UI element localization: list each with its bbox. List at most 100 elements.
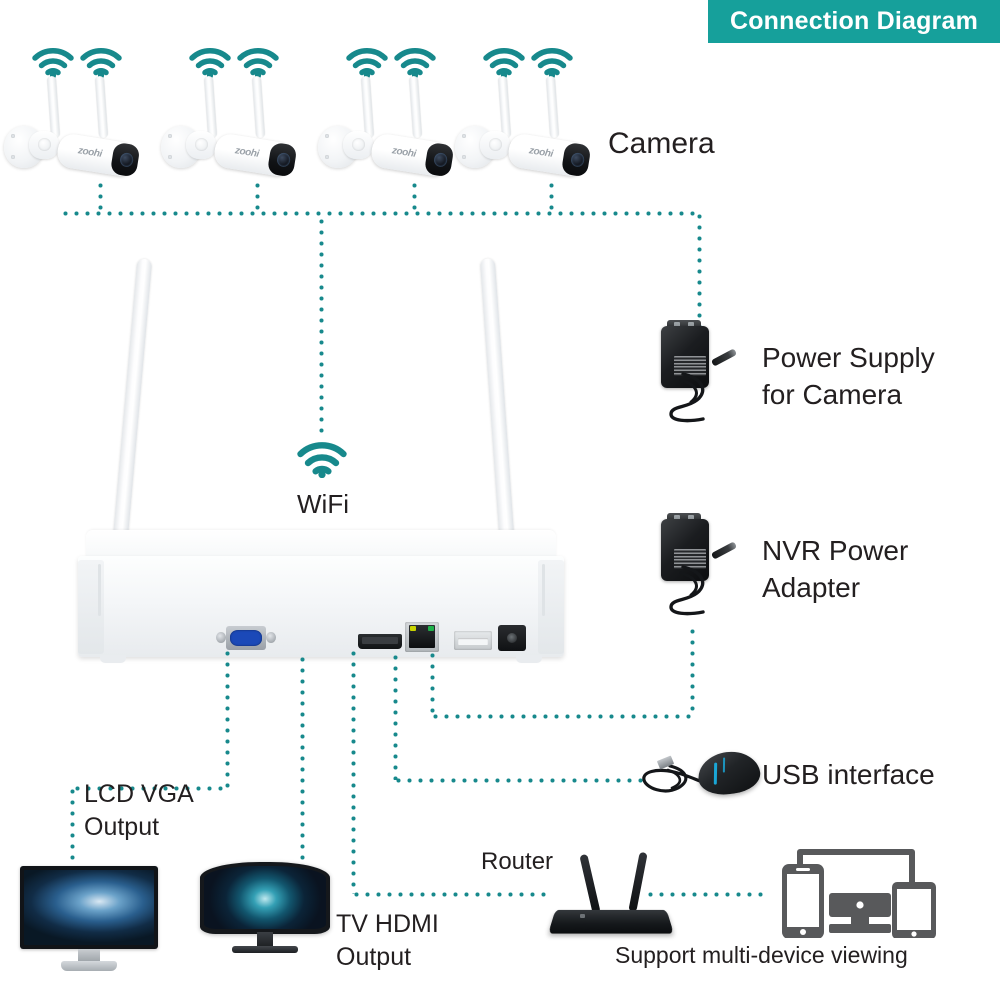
camera-antenna-right xyxy=(408,75,423,139)
connector-camera-bus xyxy=(60,211,700,216)
lcd-monitor[interactable] xyxy=(20,866,158,972)
wifi-icon xyxy=(189,48,231,78)
lcd-vga-output-label: LCD VGA Output xyxy=(84,780,194,841)
smartphone-icon xyxy=(782,864,824,938)
mouse-led-accent xyxy=(713,762,718,785)
mouse-led-accent-secondary xyxy=(722,757,726,773)
camera-body: zoohi xyxy=(369,132,455,178)
lcd-screen xyxy=(20,866,158,949)
vga-port[interactable] xyxy=(216,626,276,650)
connector-vga-left xyxy=(72,786,228,791)
camera-antenna-left xyxy=(360,75,375,139)
router-antenna-left xyxy=(579,853,601,915)
router-label: Router xyxy=(481,848,554,875)
nvr-foot-left xyxy=(100,655,126,663)
connector-vga-down xyxy=(225,648,230,788)
ethernet-led-green xyxy=(428,626,434,631)
nvr-antenna-right xyxy=(479,258,515,549)
adapter-cable xyxy=(669,565,705,616)
camera-lens xyxy=(570,151,586,168)
connector-hdmi-down xyxy=(300,654,305,870)
connector-usb-right xyxy=(393,778,643,783)
header-banner: Connection Diagram xyxy=(708,0,1000,43)
connector-vga-to-lcd xyxy=(70,786,75,868)
ethernet-port[interactable] xyxy=(405,622,439,652)
connector-dc-to-adapter xyxy=(690,626,695,716)
tv-wallpaper xyxy=(204,866,326,929)
camera-antenna-right xyxy=(94,75,109,139)
usb-interface-label: USB interface xyxy=(762,759,935,790)
nvr-vent-left xyxy=(98,564,101,616)
desktop-monitor-icon xyxy=(829,893,891,933)
wifi-icon xyxy=(531,48,573,78)
wifi-icon xyxy=(394,48,436,78)
camera-lens-housing xyxy=(423,141,455,178)
connector-dc-right xyxy=(430,714,692,719)
camera-brand: zoohi xyxy=(234,145,260,160)
camera-lens-housing xyxy=(560,141,592,178)
hdmi-port[interactable] xyxy=(358,634,402,649)
adapter-body xyxy=(661,519,709,581)
wifi-icon xyxy=(297,442,347,478)
connector-ethernet-to-router xyxy=(351,892,547,897)
camera-body: zoohi xyxy=(212,132,298,178)
connector-wifi-drop xyxy=(319,216,324,438)
camera-knuckle xyxy=(29,131,59,159)
usb-port[interactable] xyxy=(454,631,492,650)
adapter-spec-label xyxy=(674,356,706,376)
wifi-icon xyxy=(346,48,388,78)
tv-stand-base xyxy=(232,946,298,953)
camera-body: zoohi xyxy=(55,132,141,178)
connector-usb-down xyxy=(393,652,398,780)
nvr-top-panel xyxy=(86,530,556,560)
camera-antenna-right xyxy=(251,75,266,139)
camera-3[interactable]: zoohi xyxy=(316,48,466,183)
camera-knuckle xyxy=(343,131,373,159)
adapter-cable xyxy=(669,372,705,423)
camera-lens-housing xyxy=(266,141,298,178)
camera-antenna-left xyxy=(46,75,61,139)
nvr-power-adapter-label: NVR Power Adapter xyxy=(762,535,909,603)
camera-antenna-left xyxy=(497,75,512,139)
nvr-foot-right xyxy=(516,655,542,663)
connector-camera-2-drop xyxy=(255,180,260,214)
tv-hdmi-output-label: TV HDMI Output xyxy=(336,910,439,971)
camera-power-adapter[interactable] xyxy=(655,320,770,425)
adapter-dc-plug xyxy=(710,348,738,367)
multi-device-icon-group xyxy=(782,849,936,938)
connector-router-to-devices xyxy=(645,892,765,897)
camera-label: Camera xyxy=(608,127,715,160)
camera-1[interactable]: zoohi xyxy=(2,48,152,183)
camera-2[interactable]: zoohi xyxy=(159,48,309,183)
nvr-device[interactable] xyxy=(78,530,564,665)
router-led xyxy=(580,914,585,918)
wifi-icon xyxy=(32,48,74,78)
connector-camera-4-drop xyxy=(549,180,554,214)
mouse-cable xyxy=(642,764,728,793)
camera-lens xyxy=(119,151,135,168)
nvr-vent-right xyxy=(542,564,545,616)
camera-4[interactable]: zoohi xyxy=(453,48,603,183)
camera-lens xyxy=(276,151,292,168)
curved-tv[interactable] xyxy=(200,862,330,957)
connector-camera-1-drop xyxy=(98,180,103,214)
usb-mouse[interactable] xyxy=(630,748,763,808)
camera-brand: zoohi xyxy=(77,145,103,160)
camera-knuckle xyxy=(480,131,510,159)
camera-antenna-right xyxy=(545,75,560,139)
nvr-power-adapter[interactable] xyxy=(655,513,770,618)
tv-stand-neck xyxy=(257,932,273,948)
camera-brand: zoohi xyxy=(528,145,554,160)
dc-power-port[interactable] xyxy=(498,625,526,651)
camera-lens xyxy=(433,151,449,168)
camera-antenna-left xyxy=(203,75,218,139)
router-device[interactable] xyxy=(546,850,676,945)
router-body xyxy=(548,909,674,934)
wifi-icon xyxy=(237,48,279,78)
tablet-icon xyxy=(892,882,936,938)
camera-body: zoohi xyxy=(506,132,592,178)
vga-screw-right xyxy=(266,632,276,643)
vga-screw-left xyxy=(216,632,226,643)
camera-knuckle xyxy=(186,131,216,159)
